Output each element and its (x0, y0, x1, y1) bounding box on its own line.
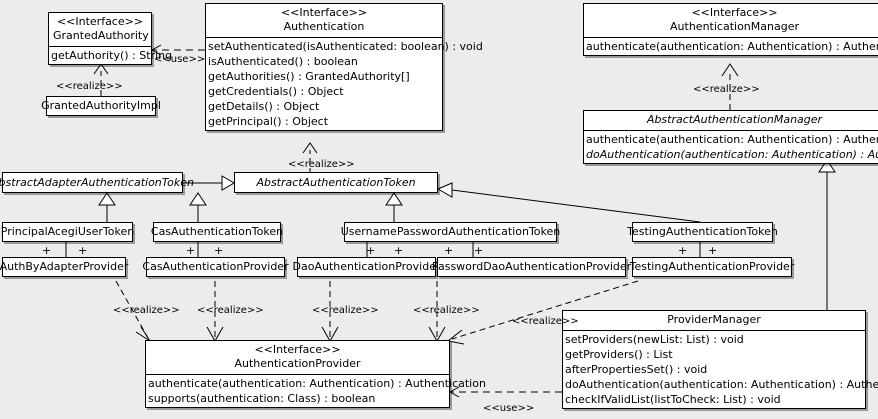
class-abstract-authentication-token[interactable]: AbstractAuthenticationToken (234, 172, 438, 193)
class-name: AuthenticationProvider (234, 357, 361, 370)
operation: doAuthentication(authentication: Authent… (586, 148, 878, 161)
edge-label-realize-cas-provider: <<realize>> (197, 305, 264, 316)
operation: setProviders(newList: List) : void (565, 333, 744, 346)
class-name: GrantedAuthority (53, 29, 149, 42)
operation: getAuthorities() : GrantedAuthority[] (208, 70, 410, 83)
edge-label-realize-abstract-authentication-manager: <<realize>> (693, 84, 760, 95)
operation: getAuthority() : String (51, 49, 173, 62)
operation: getProviders() : List (565, 348, 673, 361)
operations-compartment: authenticate(authentication: Authenticat… (584, 37, 878, 55)
class-testing-authentication-provider[interactable]: TestingAuthenticationProvider (630, 257, 794, 277)
class-name: TestingAuthenticationProvider (629, 260, 795, 273)
multiplicity-marker: + (474, 244, 484, 257)
operation: isAuthenticated() : boolean (208, 55, 358, 68)
stereotype-label: <<Interface>> (280, 6, 368, 19)
class-granted-authority-impl[interactable]: GrantedAuthorityImpl (41, 96, 161, 116)
operation: getDetails() : Object (208, 100, 320, 113)
class-name: TestingAuthenticationToken (627, 225, 778, 238)
class-name: AbstractAdapterAuthenticationToken (0, 175, 194, 189)
class-name: ProviderManager (667, 313, 761, 326)
class-name: PrincipalAcegiUserToken (0, 225, 135, 238)
multiplicity-marker: + (708, 244, 718, 257)
stereotype-label: <<Interface>> (56, 15, 144, 28)
class-name: UsernamePasswordAuthenticationToken (340, 225, 561, 238)
operation: checkIfValidList(listToCheck: List) : vo… (565, 393, 781, 406)
operations-compartment: getAuthority() : String (49, 46, 173, 64)
class-name: AbstractAuthenticationToken (256, 175, 416, 189)
class-name: GrantedAuthorityImpl (41, 99, 161, 112)
class-provider-manager[interactable]: ProviderManager setProviders(newList: Li… (562, 310, 878, 409)
operation: doAuthentication(authentication: Authent… (565, 378, 878, 391)
class-abstract-authentication-manager[interactable]: AbstractAuthenticationManager authentica… (583, 110, 878, 164)
operation: getCredentials() : Object (208, 85, 344, 98)
edge-label-realize-auth-by-adapter-provider: <<realize>> (113, 305, 180, 316)
class-name: AuthByAdapterProvider (0, 260, 129, 273)
multiplicity-marker: + (366, 244, 376, 257)
edge-label-use-granted-authority: <<use>> (154, 54, 206, 65)
edge-label-realize-password-dao-provider: <<realize>> (413, 305, 480, 316)
multiplicity-marker: + (214, 244, 224, 257)
multiplicity-marker: + (394, 244, 404, 257)
class-header: AbstractAuthenticationManager (584, 111, 878, 130)
class-name: DaoAuthenticationProvider (292, 260, 441, 273)
edge-label-realize-dao-provider: <<realize>> (312, 305, 379, 316)
edge-label-use-provider-manager: <<use>> (483, 403, 535, 414)
operation: getPrincipal() : Object (208, 115, 329, 128)
operation: authenticate(authentication: Authenticat… (586, 133, 878, 146)
class-principal-acegi-user-token[interactable]: PrincipalAcegiUserToken (1, 222, 134, 242)
multiplicity-marker: + (42, 244, 52, 257)
multiplicity-marker: + (444, 244, 454, 257)
class-name: CasAuthenticationToken (150, 225, 284, 238)
class-name: AuthenticationManager (670, 20, 799, 33)
operations-compartment: setProviders(newList: List) : void getPr… (563, 330, 878, 408)
class-granted-authority[interactable]: <<Interface>> GrantedAuthority getAuthor… (48, 12, 173, 65)
multiplicity-marker: + (78, 244, 88, 257)
class-name: PasswordDaoAuthenticationProvider (431, 260, 632, 273)
operation: supports(authentication: Class) : boolea… (148, 392, 376, 405)
class-name: AbstractAuthenticationManager (646, 113, 823, 126)
edge-label-realize-granted-authority-impl: <<realize>> (56, 81, 123, 92)
stereotype-label: <<Interface>> (254, 343, 341, 356)
class-authentication-manager[interactable]: <<Interface>> AuthenticationManager auth… (583, 3, 878, 56)
operations-compartment: authenticate(authentication: Authenticat… (146, 374, 486, 407)
class-header: <<Interface>> GrantedAuthority (49, 13, 151, 46)
class-authentication-provider[interactable]: <<Interface>> AuthenticationProvider aut… (145, 340, 486, 408)
edge-label-realize-testing-provider: <<realize>> (512, 316, 579, 327)
operations-compartment: authenticate(authentication: Authenticat… (584, 130, 878, 163)
class-header: ProviderManager (563, 311, 865, 330)
class-abstract-adapter-authentication-token[interactable]: AbstractAdapterAuthenticationToken (0, 172, 194, 193)
class-auth-by-adapter-provider[interactable]: AuthByAdapterProvider (0, 257, 128, 277)
multiplicity-marker: + (186, 244, 196, 257)
operations-compartment: setAuthenticated(isAuthenticated: boolea… (206, 37, 483, 130)
class-testing-authentication-token[interactable]: TestingAuthenticationToken (627, 222, 778, 242)
multiplicity-marker: + (678, 244, 688, 257)
operation: authenticate(authentication: Authenticat… (586, 40, 878, 53)
class-name: Authentication (283, 20, 365, 33)
operation: afterPropertiesSet() : void (565, 363, 708, 376)
stereotype-label: <<Interface>> (691, 6, 778, 19)
class-username-password-authentication-token[interactable]: UsernamePasswordAuthenticationToken (341, 222, 560, 242)
class-dao-authentication-provider[interactable]: DaoAuthenticationProvider (293, 257, 441, 277)
class-header: <<Interface>> AuthenticationProvider (146, 341, 449, 374)
operation: setAuthenticated(isAuthenticated: boolea… (208, 40, 483, 53)
class-cas-authentication-provider[interactable]: CasAuthenticationProvider (142, 257, 289, 277)
class-authentication[interactable]: <<Interface>> Authentication setAuthenti… (205, 3, 483, 131)
edge-label-realize-abstract-authentication-token: <<realize>> (288, 159, 355, 170)
class-header: <<Interface>> AuthenticationManager (584, 4, 878, 37)
class-header: <<Interface>> Authentication (206, 4, 442, 37)
class-cas-authentication-token[interactable]: CasAuthenticationToken (151, 222, 283, 242)
class-name: CasAuthenticationProvider (142, 260, 289, 273)
operation: authenticate(authentication: Authenticat… (148, 377, 486, 390)
class-password-dao-authentication-provider[interactable]: PasswordDaoAuthenticationProvider (432, 257, 631, 277)
